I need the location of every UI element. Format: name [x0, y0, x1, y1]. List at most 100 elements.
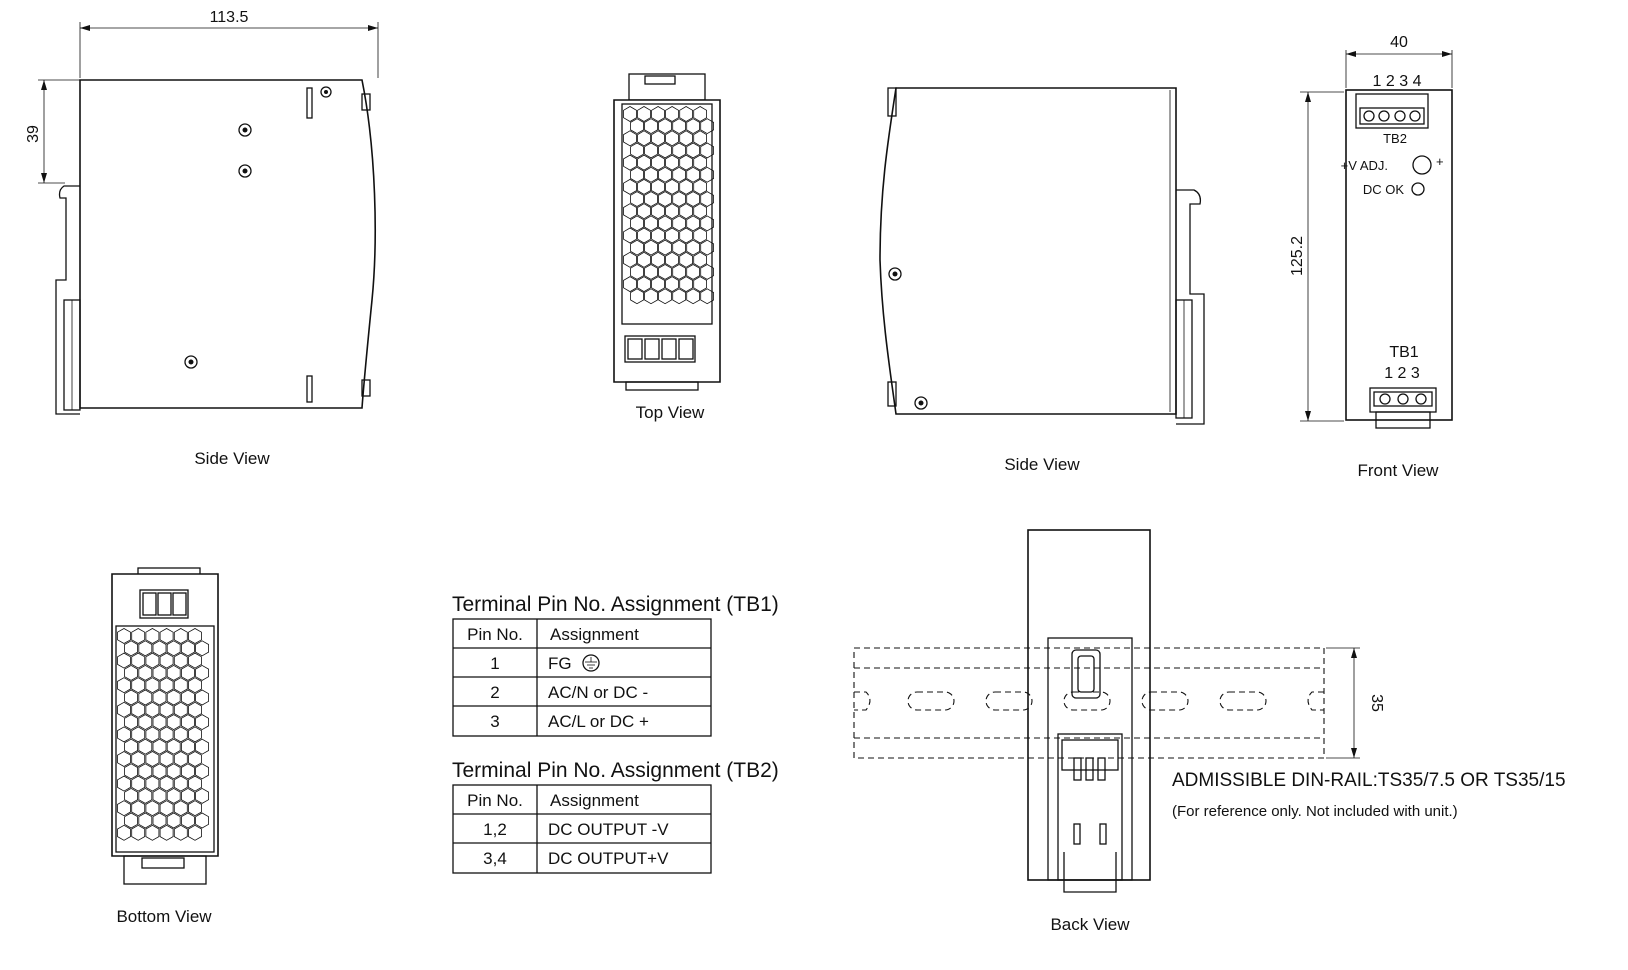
vent-hole	[188, 751, 202, 767]
vent-hole	[644, 191, 658, 207]
vent-hole	[180, 689, 195, 706]
vent-hole	[700, 239, 714, 256]
vent-hole	[145, 775, 160, 792]
vent-hole	[117, 751, 131, 767]
vent-hole	[173, 677, 188, 694]
vent-hole	[686, 288, 700, 305]
caption-front-view: Front View	[1358, 461, 1440, 480]
vent-hole	[124, 812, 139, 829]
vent-hole	[131, 677, 146, 694]
vent-hole	[145, 652, 160, 669]
vent-hole	[651, 178, 665, 195]
vent-hole	[131, 751, 146, 767]
vent-hole	[195, 738, 210, 755]
vent-hole	[131, 800, 146, 817]
vent-hole	[145, 701, 160, 718]
vent-hole	[658, 239, 672, 256]
vent-hole	[166, 763, 181, 780]
vent-hole	[124, 714, 139, 731]
dim-rail-height: 35	[1368, 694, 1385, 712]
vent-hole	[637, 106, 651, 122]
tb2-table-title: Terminal Pin No. Assignment (TB2)	[452, 759, 779, 782]
vent-hole	[623, 106, 637, 122]
vent-hole	[672, 264, 686, 280]
vent-hole	[637, 251, 651, 268]
vent-hole	[117, 775, 131, 792]
tb2-row2-assignment: DC OUTPUT+V	[548, 849, 669, 868]
caption-side-view-right: Side View	[1004, 455, 1080, 474]
tb2-row1-assignment: DC OUTPUT -V	[548, 820, 669, 839]
caption-back-view: Back View	[1050, 915, 1130, 934]
vent-hole	[131, 652, 146, 669]
vent-hole	[679, 178, 693, 195]
vent-hole	[166, 812, 181, 829]
vent-hole	[679, 203, 693, 220]
tb1-table: Terminal Pin No. Assignment (TB1) Pin No…	[452, 593, 779, 737]
vent-hole	[159, 628, 174, 644]
vent-hole	[630, 239, 644, 256]
vent-hole	[651, 251, 665, 268]
vent-hole	[152, 738, 167, 755]
vent-hole	[173, 701, 188, 718]
vent-hole	[173, 824, 188, 841]
vent-hole	[145, 726, 160, 743]
vent-hole	[188, 652, 202, 669]
vent-hole	[180, 640, 195, 657]
vent-hole	[700, 288, 714, 305]
vent-hole	[679, 130, 693, 147]
vent-hole	[180, 738, 195, 755]
tb1-row1-assignment: FG	[548, 654, 572, 673]
vent-hole	[124, 689, 139, 706]
vent-hole	[644, 166, 658, 183]
front-view: 40 125.2 1 2 3 4 TB2 +V ADJ. + DC OK TB1…	[1289, 34, 1453, 480]
vent-hole	[637, 130, 651, 147]
vent-hole	[672, 191, 686, 207]
vent-hole	[117, 800, 131, 817]
tb1-row2-pin: 2	[490, 683, 499, 702]
vent-hole	[159, 677, 174, 694]
caption-top-view: Top View	[636, 403, 705, 422]
vent-hole	[138, 664, 153, 681]
vent-hole	[173, 751, 188, 767]
vent-hole	[700, 118, 714, 135]
vent-hole	[166, 640, 181, 657]
vent-hole	[679, 251, 693, 268]
vent-hole	[700, 166, 714, 183]
vent-hole	[693, 154, 707, 171]
vent-hole	[665, 276, 679, 293]
vent-hole	[693, 251, 707, 268]
vent-hole	[195, 812, 210, 829]
vent-hole	[686, 118, 700, 135]
vent-hole	[138, 640, 153, 657]
caption-side-view-left: Side View	[194, 449, 270, 468]
vent-hole	[173, 775, 188, 792]
dcok-label: DC OK	[1363, 182, 1405, 197]
vent-hole	[658, 142, 672, 159]
vent-hole	[159, 726, 174, 743]
vent-hole	[195, 763, 210, 780]
vent-hole	[679, 227, 693, 244]
vent-hole	[693, 130, 707, 147]
vent-hole	[124, 664, 139, 681]
vent-hole	[152, 714, 167, 731]
vent-hole	[686, 142, 700, 159]
vent-hole	[672, 142, 686, 159]
vent-hole	[159, 775, 174, 792]
vent-hole	[138, 787, 153, 804]
vent-hole	[145, 800, 160, 817]
vent-hole	[623, 130, 637, 147]
vent-hole	[159, 751, 174, 767]
vent-hole	[665, 203, 679, 220]
vent-hole	[131, 701, 146, 718]
vent-hole	[145, 751, 160, 767]
dim-width-side: 113.5	[210, 9, 249, 26]
vent-hole	[637, 203, 651, 220]
bottom-view-vent-grille	[117, 628, 210, 841]
vent-hole	[686, 264, 700, 280]
tb2-header-pin: Pin No.	[467, 791, 523, 810]
vent-hole	[644, 142, 658, 159]
tb1-label: TB1	[1389, 344, 1418, 361]
vent-hole	[195, 640, 210, 657]
vent-hole	[180, 714, 195, 731]
vent-hole	[131, 775, 146, 792]
